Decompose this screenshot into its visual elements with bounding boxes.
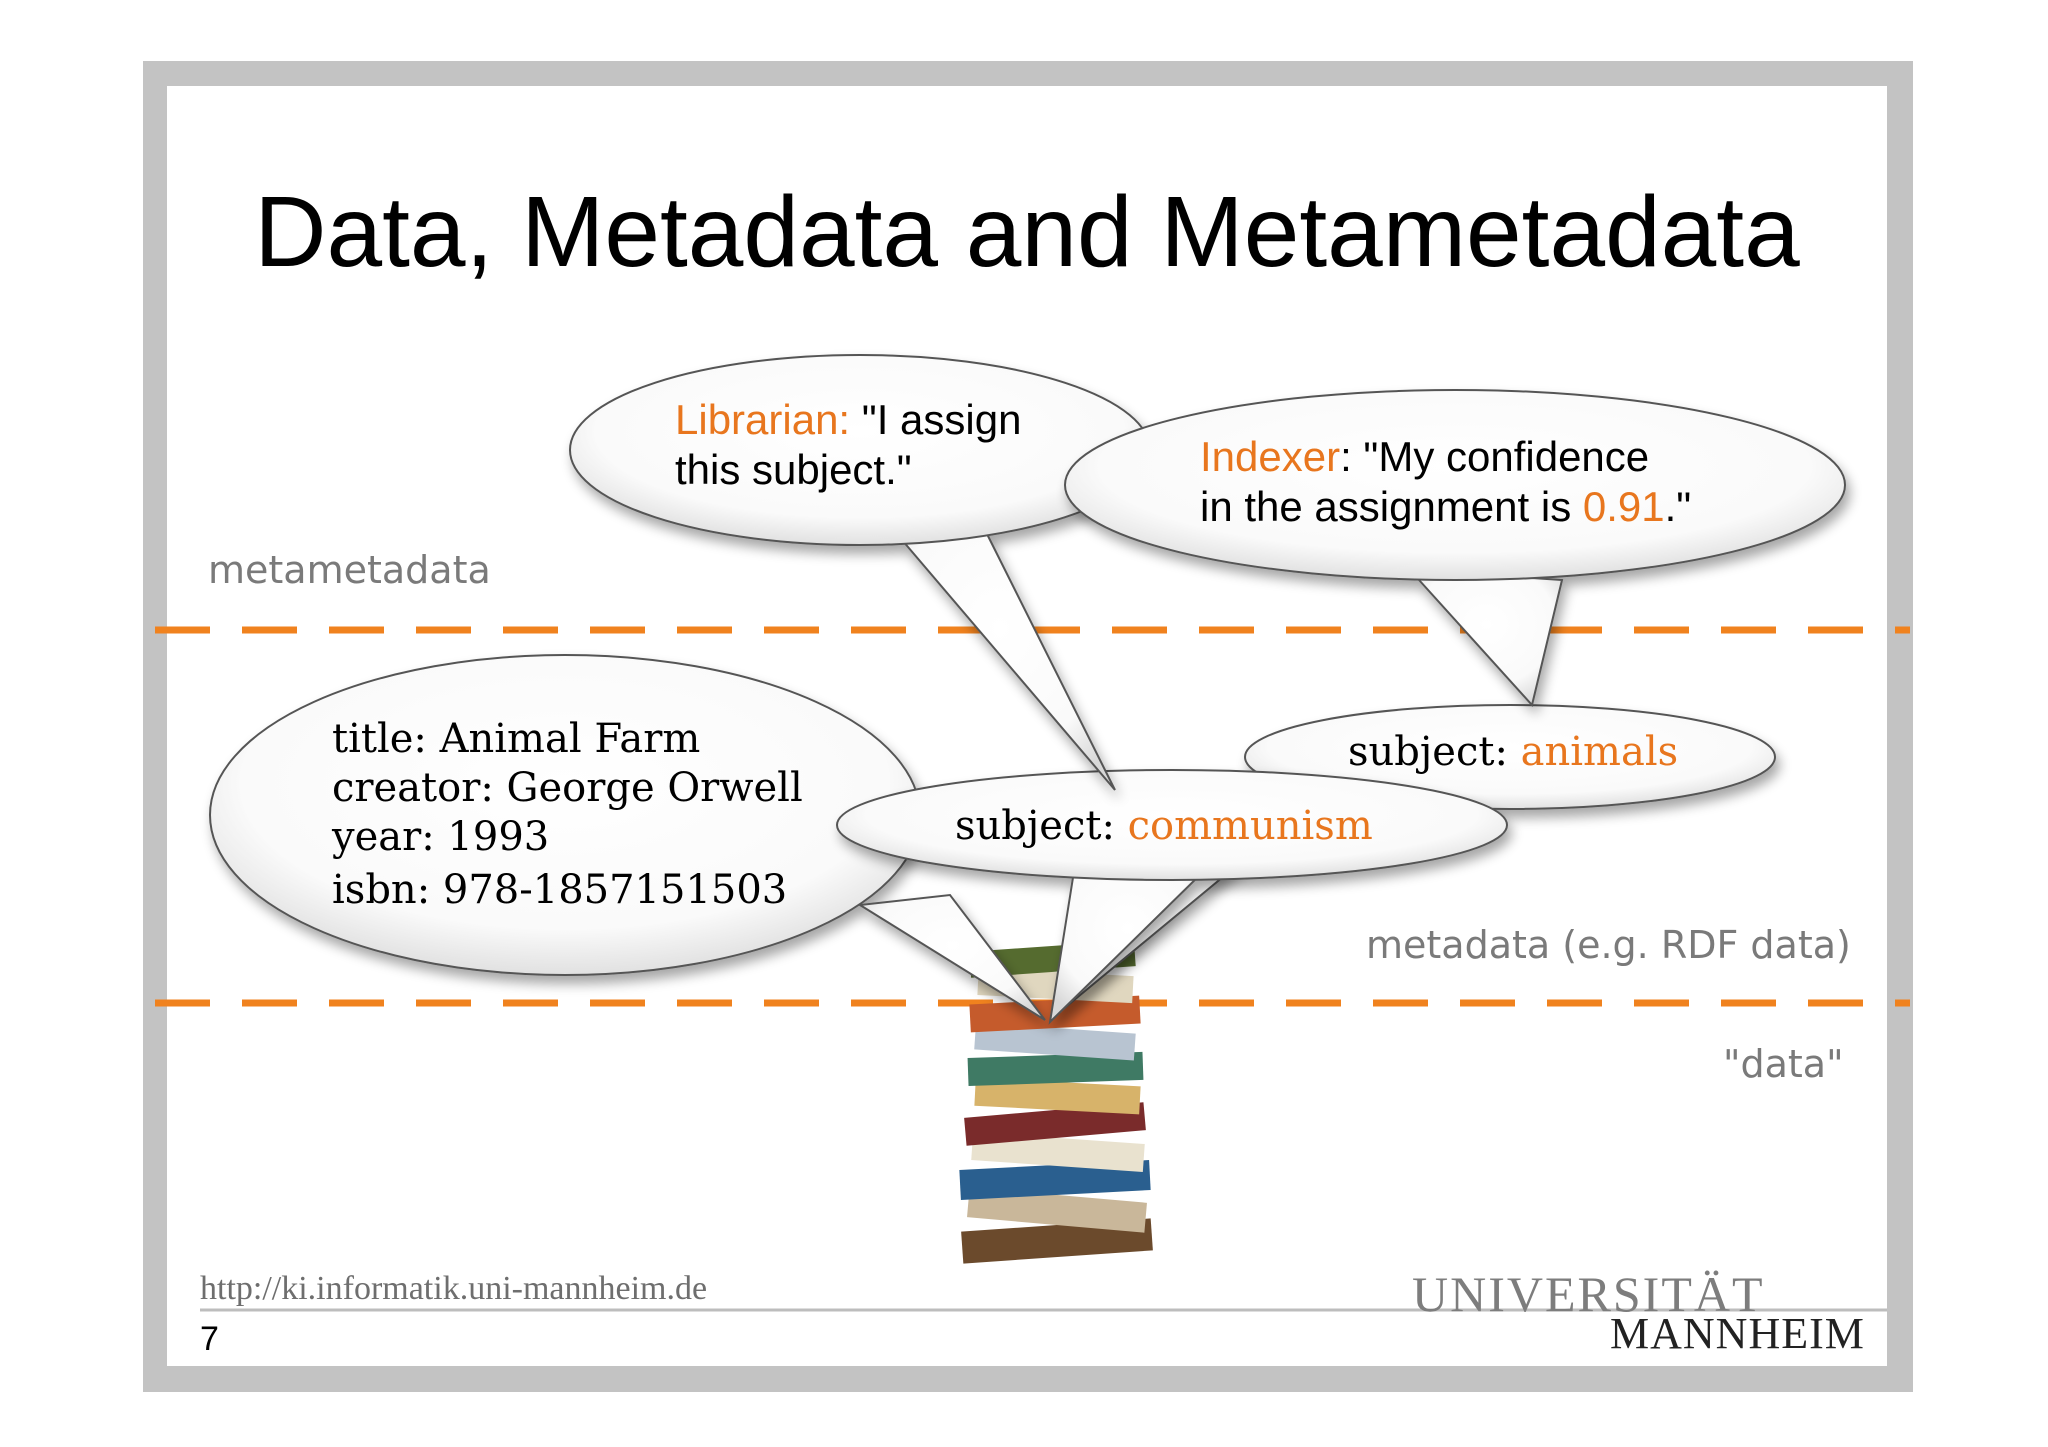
indexer-line2-post: ."	[1664, 483, 1692, 530]
page-number: 7	[200, 1320, 219, 1358]
librarian-speaker: Librarian:	[675, 396, 851, 443]
indexer-line2-pre: in the assignment is	[1200, 483, 1583, 530]
record-creator: creator: George Orwell	[332, 765, 803, 811]
university-logo-line1: UNIVERSITÄT	[1412, 1266, 1765, 1322]
librarian-line1: "I assign	[850, 396, 1022, 443]
subject-animals-key: subject:	[1348, 729, 1521, 775]
subject-animals-text: subject: animals	[1348, 728, 1678, 777]
subject-communism-key: subject:	[955, 803, 1128, 849]
indexer-speaker: Indexer	[1200, 433, 1341, 480]
university-logo-line2: MANNHEIM	[1610, 1309, 1865, 1358]
indexer-line1: : "My confidence	[1340, 433, 1650, 480]
subject-communism-value: communism	[1127, 803, 1373, 849]
layer-label-metametadata: metametadata	[208, 548, 491, 592]
librarian-line2: this subject."	[675, 446, 912, 493]
record-year: year: 1993	[332, 814, 550, 860]
subject-animals-value: animals	[1520, 729, 1679, 775]
record-fields: title: Animal Farm creator: George Orwel…	[332, 715, 803, 915]
footer-url: http://ki.informatik.uni-mannheim.de	[200, 1270, 708, 1307]
librarian-quote: Librarian: "I assign this subject."	[675, 395, 1021, 495]
indexer-bubble	[1064, 389, 1846, 708]
book-stack-image	[959, 940, 1153, 1264]
layer-label-data: "data"	[1723, 1042, 1844, 1086]
subject-communism-text: subject: communism	[955, 802, 1373, 851]
record-isbn: isbn: 978-1857151503	[332, 867, 788, 913]
layer-label-metadata: metadata (e.g. RDF data)	[1366, 923, 1851, 967]
indexer-quote: Indexer: "My confidence in the assignmen…	[1200, 432, 1691, 532]
record-title: title: Animal Farm	[332, 716, 701, 762]
slide-title: Data, Metadata and Metametadata	[254, 176, 1800, 288]
subject-communism-bubble	[836, 769, 1508, 1025]
record-bubble	[209, 654, 1046, 1021]
indexer-confidence-value: 0.91	[1582, 483, 1665, 530]
